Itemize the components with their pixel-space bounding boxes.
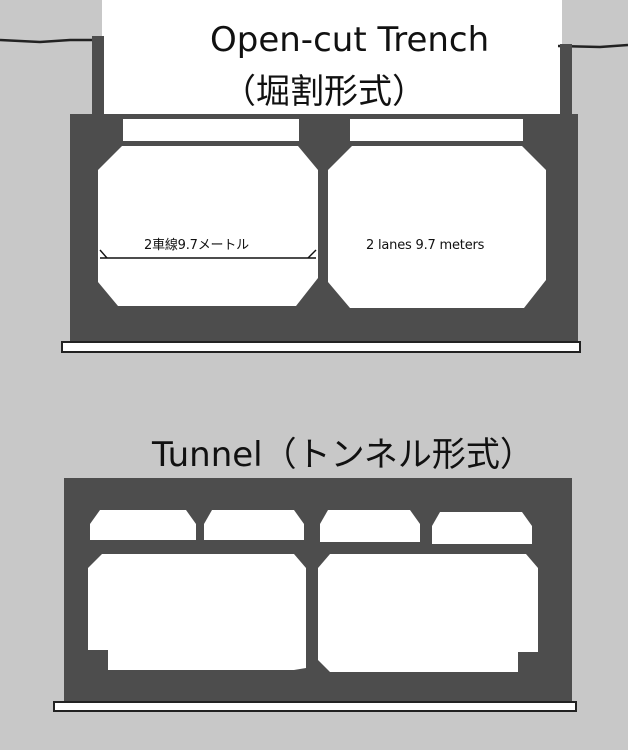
tunnel-title: Tunnel（トンネル形式） [151,435,534,475]
road-cell-right [328,146,546,308]
roof-opening-left [123,119,299,141]
tunnel-section: Tunnel（トンネル形式） [53,435,577,712]
width-label-jp: 2車線9.7メートル [144,237,249,253]
tunnel-road-cell-right [318,554,538,672]
open-cut-section: 2車線9.7メートル 2 lanes 9.7 meters Open-cut T… [0,0,628,353]
duct-4 [432,512,532,544]
duct-1 [90,510,196,540]
trench-opening [102,0,562,118]
open-cut-title: Open-cut Trench [210,20,489,60]
tunnel-road-cell-left [88,554,306,670]
base-slab-top [61,341,581,353]
width-dimension-tick-left [99,249,108,259]
road-cell-left [98,146,318,306]
duct-2 [204,510,304,540]
width-dimension-tick-right [307,249,317,259]
roof-opening-right [350,119,523,141]
duct-3 [320,510,420,542]
retaining-wall-left [92,36,104,118]
open-cut-title-jp: （堀割形式） [222,72,426,112]
width-label-en: 2 lanes 9.7 meters [366,238,485,253]
retaining-wall-right [560,44,572,118]
ground-line-left [0,38,104,44]
tunnel-base-slab [53,701,577,712]
